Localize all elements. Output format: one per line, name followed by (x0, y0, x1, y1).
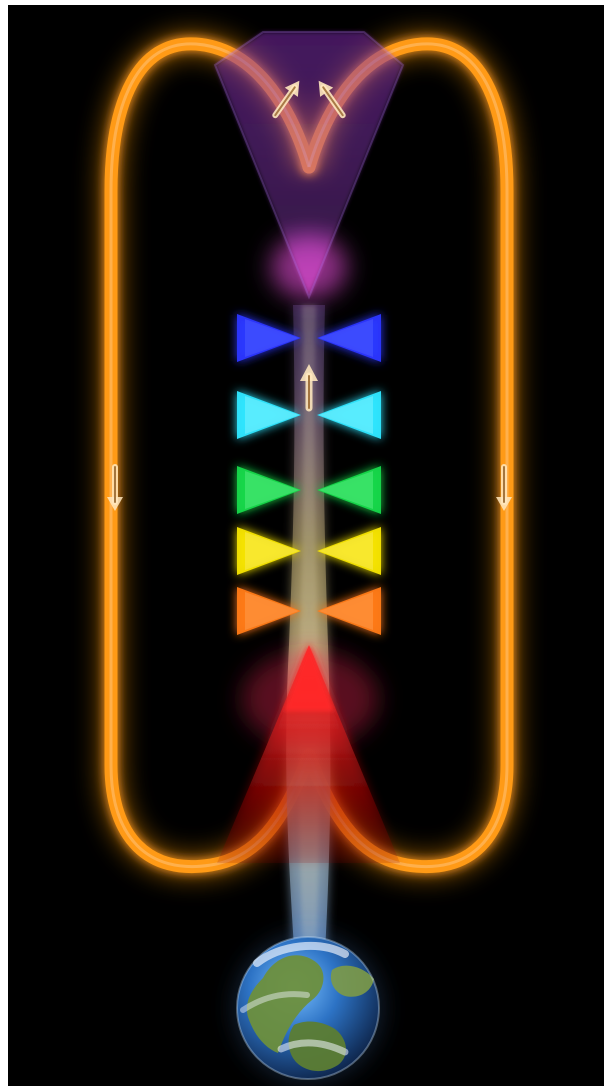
earth-group (235, 935, 381, 1081)
energy-field-svg (8, 5, 604, 1086)
energy-field-artwork (8, 5, 604, 1086)
